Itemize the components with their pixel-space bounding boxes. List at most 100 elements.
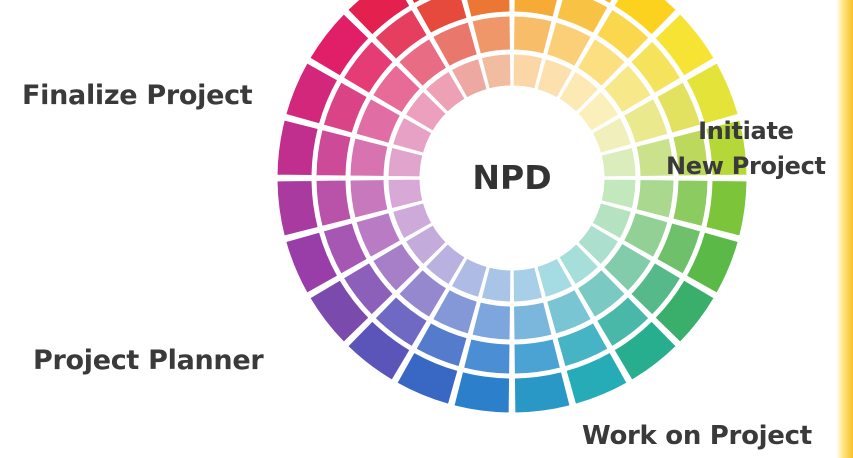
wheel-segment-r4-22 — [424, 70, 466, 113]
wheel-segment-r1-17 — [285, 231, 339, 294]
wheel-segment-r2-2 — [556, 0, 609, 34]
wheel-segment-r3-11 — [546, 288, 592, 335]
wheel-segment-r3-13 — [471, 301, 511, 341]
wheel-segment-r2-4 — [630, 40, 682, 94]
wheel-segment-r3-10 — [576, 268, 626, 318]
wheel-segment-r3-17 — [355, 212, 402, 258]
wheel-segment-r2-14 — [415, 322, 468, 368]
wheel-segment-r1-4 — [654, 13, 715, 77]
wheel-segment-r2-12 — [513, 338, 562, 375]
wheel-segment-r3-19 — [349, 137, 389, 177]
wheel-segment-r3-24 — [471, 15, 511, 55]
wheel-segment-r1-12 — [513, 371, 571, 414]
label-project-planner: Project Planner — [33, 345, 264, 376]
wheel-segment-r1-19 — [276, 119, 319, 177]
wheel-segment-r3-16 — [372, 242, 422, 292]
wheel-segment-r3-7 — [635, 179, 675, 219]
wheel-segment-r2-11 — [556, 322, 609, 368]
wheel-segment-r2-6 — [672, 128, 709, 177]
wheel-segment-r1-15 — [347, 320, 411, 381]
wheel-segment-r4-8 — [591, 202, 632, 240]
wheel-segment-r4-7 — [600, 178, 637, 210]
wheel-segment-r3-22 — [398, 38, 448, 88]
wheel-segment-r2-13 — [462, 338, 511, 375]
wheel-segment-r3-6 — [635, 137, 675, 177]
wheel-segment-r4-9 — [577, 224, 620, 266]
label-initiate-line1: Initiate — [698, 117, 794, 145]
wheel-segment-r2-5 — [656, 81, 702, 134]
wheel-segment-r1-5 — [685, 62, 739, 125]
wheel-segment-r4-17 — [392, 202, 433, 240]
label-work-on-project: Work on Project — [582, 421, 812, 451]
wheel-segment-r4-24 — [480, 53, 512, 90]
wheel-segment-r4-4 — [577, 90, 620, 132]
wheel-segment-r3-9 — [602, 242, 652, 292]
wheel-segment-r2-9 — [630, 262, 682, 316]
wheel-segment-r1-18 — [276, 179, 319, 237]
wheel-segment-r4-11 — [536, 257, 574, 298]
wheel-segment-r3-12 — [513, 301, 553, 341]
wheel-segment-r2-16 — [342, 262, 394, 316]
wheel-segment-r1-7 — [705, 179, 748, 237]
wheel-segment-r2-22 — [374, 8, 428, 60]
label-initiate-new-project: Initiate New Project — [666, 114, 826, 184]
wheel-segment-r3-14 — [432, 288, 478, 335]
wheel-segment-r2-10 — [596, 296, 650, 348]
wheel-segment-r3-2 — [546, 21, 592, 68]
wheel-segment-r4-16 — [404, 224, 447, 266]
wheel-segment-r1-11 — [565, 351, 628, 405]
wheel-segment-r3-4 — [602, 64, 652, 114]
wheel-segment-r4-10 — [558, 243, 600, 286]
wheel-segment-r1-13 — [453, 371, 511, 414]
wheel-segment-r4-15 — [424, 243, 466, 286]
right-edge-strip — [836, 0, 853, 458]
wheel-segment-r3-21 — [372, 64, 422, 114]
wheel-segment-r3-3 — [576, 38, 626, 88]
wheel-segment-r4-5 — [591, 116, 632, 154]
wheel-segment-r3-5 — [622, 98, 669, 144]
wheel-segment-r4-20 — [392, 116, 433, 154]
wheel-segment-r1-3 — [613, 0, 677, 36]
wheel-segment-r1-6 — [705, 119, 748, 177]
wheel-segment-r2-7 — [672, 179, 709, 228]
wheel-segment-r4-3 — [558, 70, 600, 113]
wheel-segment-r1-10 — [613, 320, 677, 381]
wheel-segment-r2-15 — [374, 296, 428, 348]
wheel-segment-r3-8 — [622, 212, 669, 258]
wheel-segment-r1-20 — [285, 62, 339, 125]
wheel-segment-r3-1 — [513, 15, 553, 55]
wheel-segment-r4-23 — [450, 58, 488, 99]
wheel-segment-r2-24 — [466, 0, 511, 18]
wheel-segment-r4-14 — [450, 257, 488, 298]
wheel-segment-r3-18 — [349, 179, 389, 219]
wheel-segment-r3-20 — [355, 98, 402, 144]
wheel-segment-r2-1 — [513, 0, 558, 18]
wheel-rings — [276, 0, 748, 414]
wheel-segment-r1-14 — [396, 351, 459, 405]
wheel-segment-r2-21 — [342, 40, 394, 94]
wheel-segment-r2-17 — [322, 222, 368, 275]
wheel-segment-r1-2 — [602, 0, 613, 5]
wheel-segment-r4-1 — [512, 53, 544, 90]
wheel-segment-r1-16 — [309, 279, 370, 343]
label-finalize-project: Finalize Project — [22, 80, 253, 111]
wheel-segment-r4-6 — [600, 146, 637, 178]
wheel-segment-r2-8 — [656, 222, 702, 275]
wheel-segment-r4-13 — [480, 266, 512, 303]
wheel-segment-r4-18 — [387, 178, 424, 210]
wheel-segment-r2-20 — [322, 81, 368, 134]
wheel-segment-r1-21 — [309, 13, 370, 77]
wheel-segment-r1-8 — [685, 231, 739, 294]
wheel-segment-r4-2 — [536, 58, 574, 99]
wheel-segment-r1-9 — [654, 279, 715, 343]
center-hub — [428, 94, 596, 262]
wheel-segment-r2-19 — [315, 128, 352, 177]
wheel-segment-r3-15 — [398, 268, 448, 318]
wheel-segment-r2-3 — [596, 8, 650, 60]
wheel-segment-r4-12 — [512, 266, 544, 303]
wheel-segment-r3-23 — [432, 21, 478, 68]
wheel-segment-r1-22 — [347, 0, 411, 36]
wheel-segment-r1-23 — [411, 0, 422, 5]
wheel-segment-r2-18 — [315, 179, 352, 228]
